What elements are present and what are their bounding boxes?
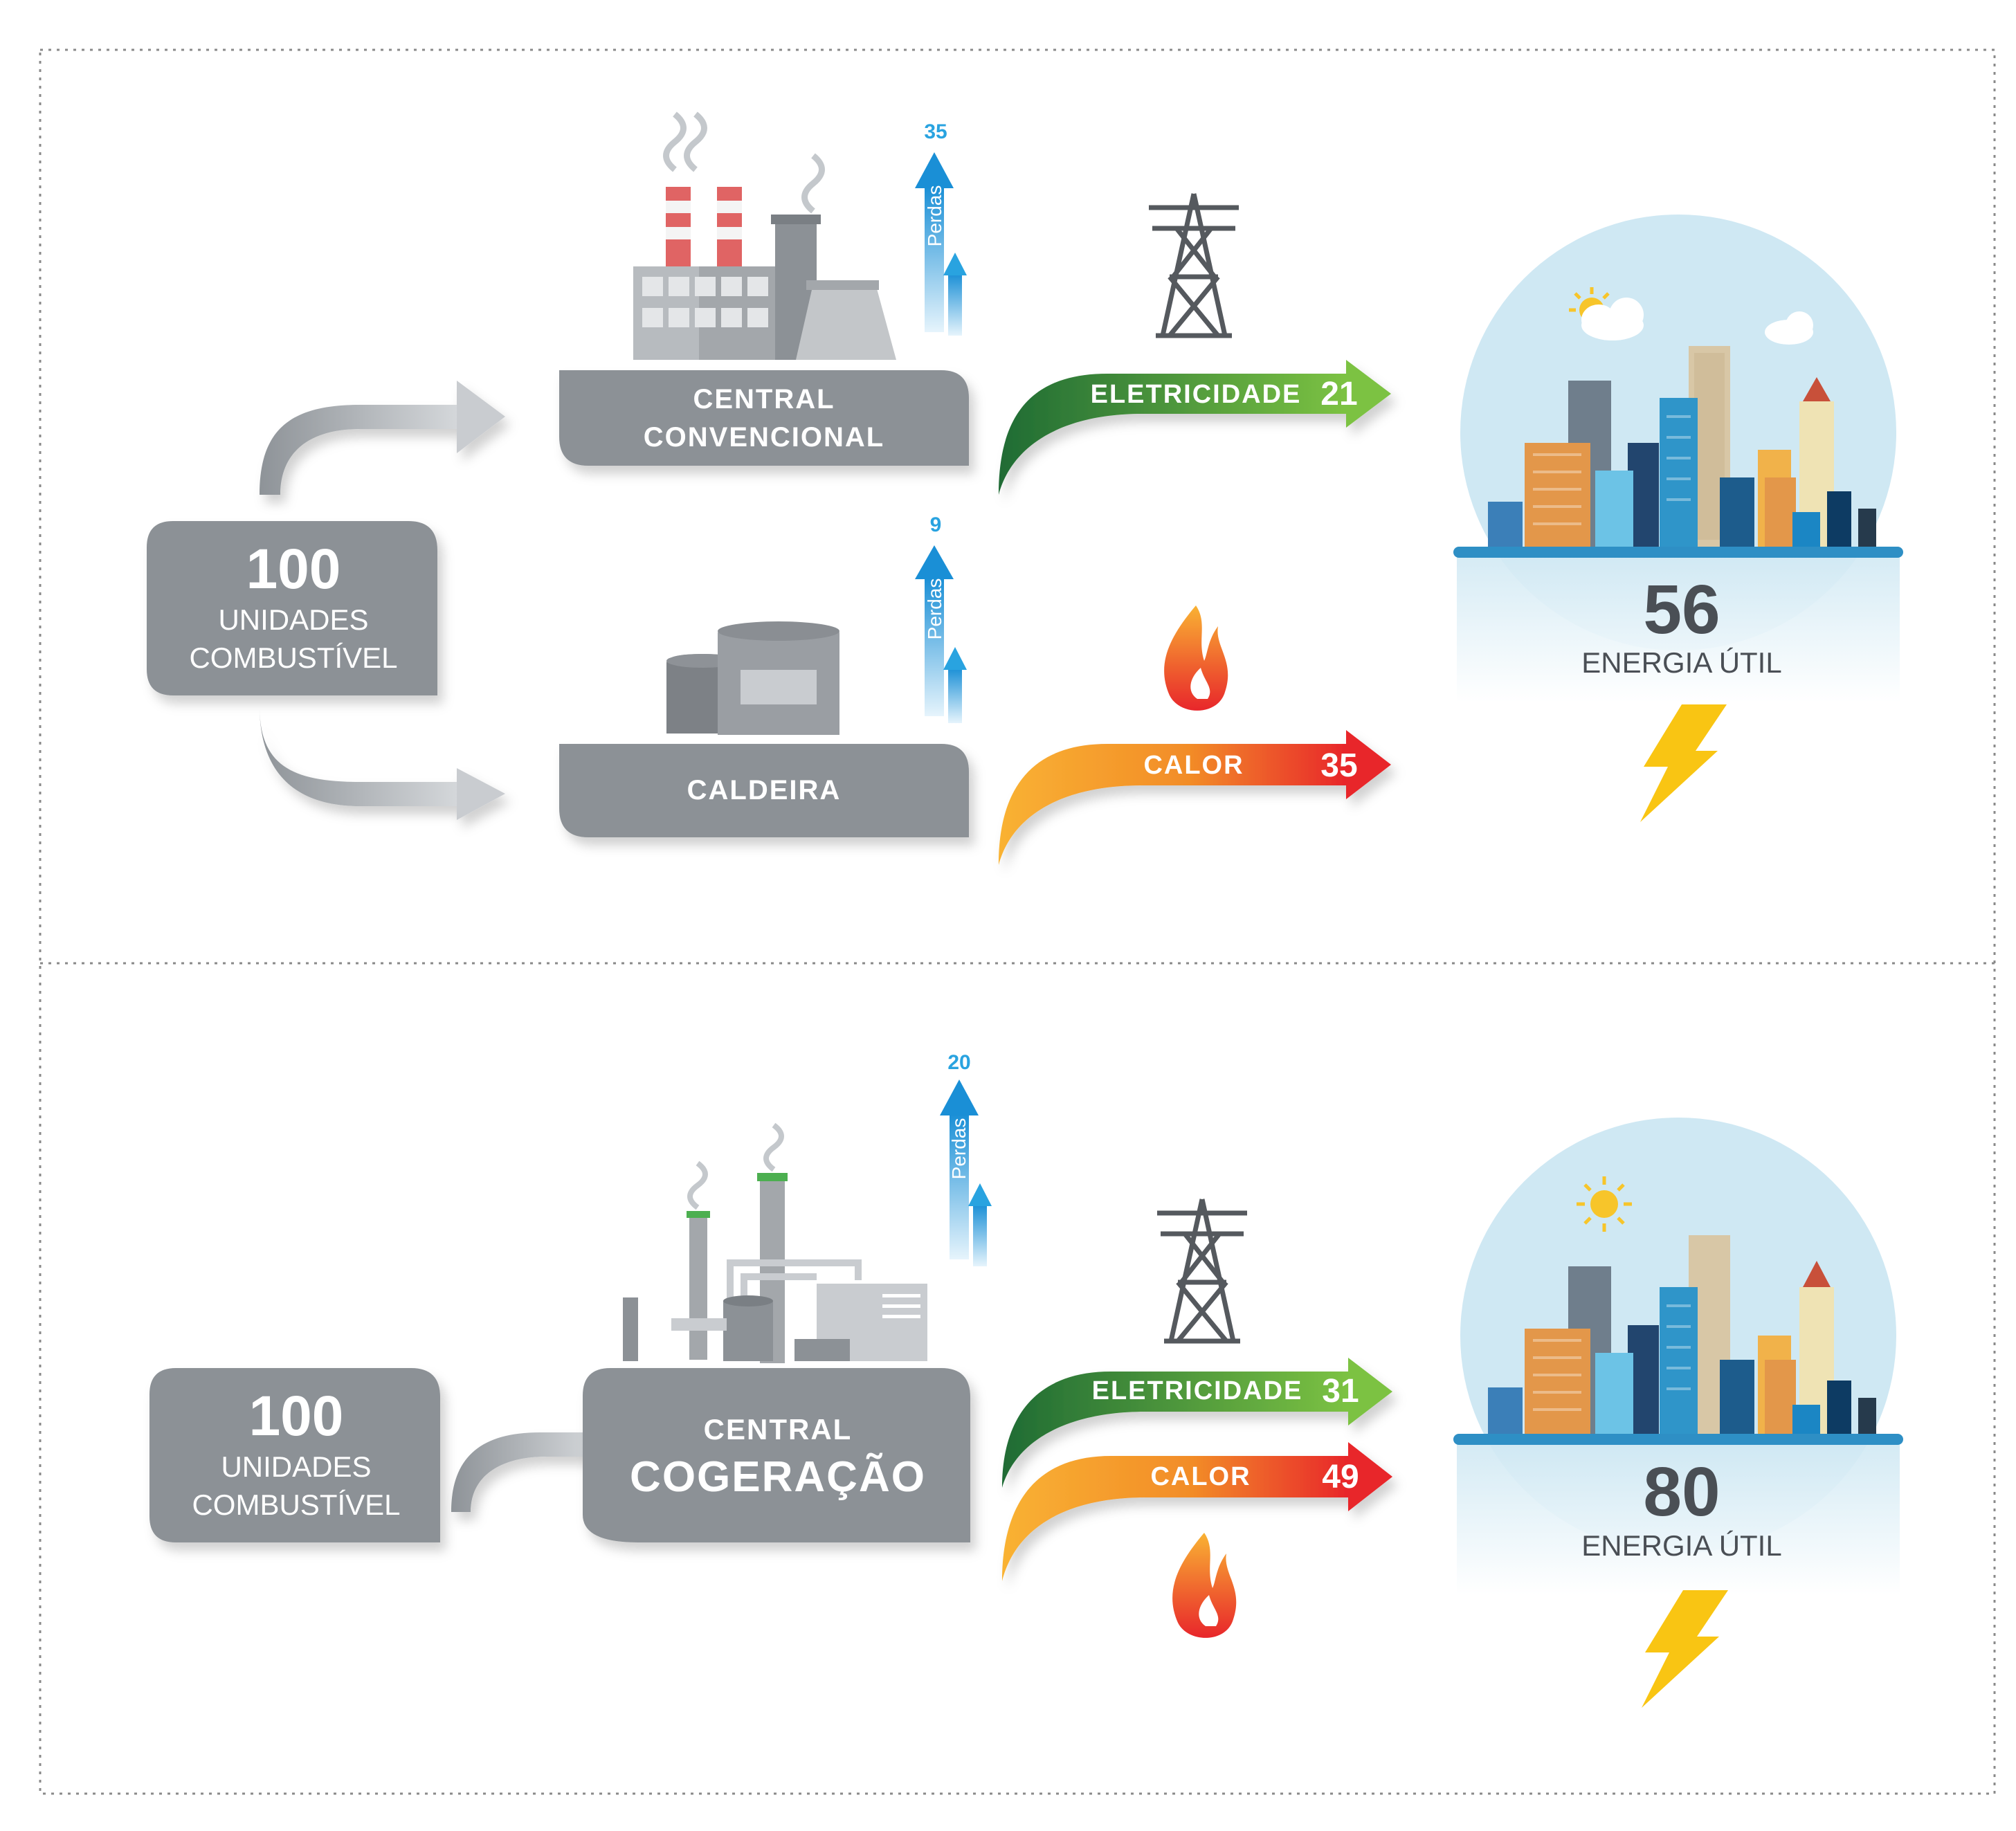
cogeneration-plant-box (583, 1368, 970, 1542)
heat-value-bottom: 49 (1322, 1459, 1359, 1495)
cogen-label-line1: CENTRAL (704, 1413, 853, 1446)
bottom-section: 100 UNIDADES COMBUSTÍVEL (149, 1051, 1903, 1708)
electricity-label-top: ELETRICIDADE (1091, 380, 1302, 409)
frame-border (39, 48, 1996, 1795)
fuel-arrow-down (260, 706, 505, 820)
fuel-unit-label-bottom: UNIDADES (221, 1450, 371, 1483)
lightning-bolt-icon (1642, 1590, 1728, 1708)
power-pylon-icon (1149, 193, 1239, 338)
cloud-icon (1581, 298, 1813, 345)
fuel-box-bottom (149, 1368, 440, 1542)
fuel-type-label-bottom: COMBUSTÍVEL (192, 1488, 400, 1521)
plant-label-line2: CONVENCIONAL (644, 422, 884, 453)
useful-energy-label-top: ENERGIA ÚTIL (1581, 646, 1781, 679)
power-pylon-icon (1157, 1199, 1247, 1344)
plant-label-line1: CENTRAL (693, 384, 835, 415)
lightning-bolt-icon (1640, 704, 1727, 822)
heat-label-bottom: CALOR (1150, 1462, 1251, 1491)
heat-arrow-top (999, 730, 1391, 865)
loss-label-boiler: Perdas (924, 579, 945, 640)
top-section: 100 UNIDADES COMBUSTÍVEL (147, 111, 1903, 865)
useful-energy-value-top: 56 (1643, 571, 1720, 648)
loss-value-cogen: 20 (947, 1051, 970, 1074)
cogen-label-line2: COGERAÇÃO (630, 1453, 926, 1501)
cogeneration-plant-icon (623, 1122, 927, 1363)
electricity-label-bottom: ELETRICIDADE (1092, 1376, 1303, 1405)
loss-value-boiler: 9 (930, 513, 942, 536)
boiler-box (559, 744, 969, 837)
loss-arrow-cogen (940, 1080, 992, 1266)
loss-label-cogen: Perdas (948, 1118, 970, 1180)
fuel-box-top (147, 521, 437, 695)
city-skyline-icon (1453, 215, 1903, 702)
loss-arrow-plant (915, 152, 967, 336)
loss-arrow-boiler (915, 545, 967, 723)
heat-arrow-bottom (1002, 1442, 1392, 1581)
fuel-value: 100 (246, 538, 341, 601)
conventional-plant-box (559, 370, 969, 466)
electricity-value-top: 21 (1320, 376, 1357, 412)
electricity-value-bottom: 31 (1322, 1373, 1359, 1410)
useful-energy-label-bottom: ENERGIA ÚTIL (1581, 1529, 1781, 1562)
flame-icon (1164, 605, 1228, 711)
fuel-value-bottom: 100 (249, 1385, 344, 1448)
heat-label-top: CALOR (1143, 751, 1244, 780)
fuel-type-label: COMBUSTÍVEL (189, 641, 397, 674)
electricity-arrow-top (999, 360, 1391, 495)
loss-label-plant: Perdas (924, 185, 945, 247)
electricity-arrow-bottom (1002, 1358, 1392, 1488)
heat-value-top: 35 (1320, 747, 1357, 784)
flame-icon (1172, 1533, 1237, 1638)
city-skyline-icon (1453, 1118, 1903, 1595)
sun-icon (1577, 1176, 1632, 1232)
boiler-tank-icon (666, 621, 839, 735)
fuel-unit-label: UNIDADES (218, 603, 368, 636)
factory-icon (633, 111, 896, 360)
loss-value-plant: 35 (924, 120, 947, 143)
boiler-label: CALDEIRA (687, 775, 842, 805)
fuel-arrow-up (260, 381, 505, 495)
useful-energy-value-bottom: 80 (1643, 1453, 1720, 1531)
